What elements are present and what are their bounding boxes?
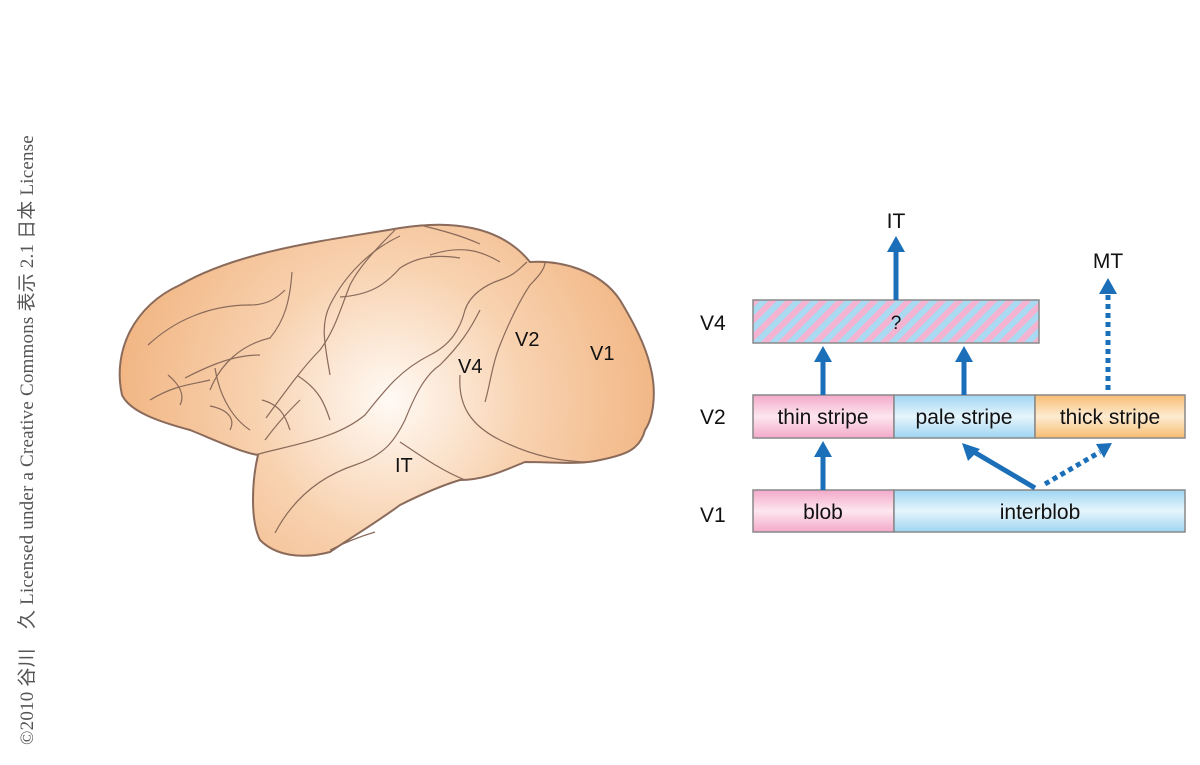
brain-label-it: IT xyxy=(395,455,413,477)
arrowhead-thin-v4 xyxy=(814,346,832,362)
v2-pale-stripe-label: pale stripe xyxy=(916,406,1013,429)
arrowhead-pale-v4 xyxy=(955,346,973,362)
v2-thick-stripe-box xyxy=(1034,394,1186,439)
brain-label-v1: V1 xyxy=(590,343,614,365)
row-label-v2: V2 xyxy=(700,406,726,429)
v2-thin-stripe-label: thin stripe xyxy=(777,406,868,429)
v1-interblob-label: interblob xyxy=(1000,501,1081,524)
arrowhead-interblob-pale xyxy=(962,443,980,461)
pathway-diagram: V4 V2 V1 ? thin stripe pale stripe thick… xyxy=(700,210,1186,533)
arrowhead-it xyxy=(887,236,905,252)
arrowhead-interblob-thick xyxy=(1096,443,1112,458)
brain-label-v2: V2 xyxy=(515,329,539,351)
brain-illustration: V1 V2 V4 IT xyxy=(118,223,655,557)
brain-sulci xyxy=(147,224,591,551)
v4-box-label: ? xyxy=(891,313,902,334)
target-label-mt: MT xyxy=(1093,250,1123,273)
target-label-it: IT xyxy=(887,210,906,233)
v2-thick-stripe-label: thick stripe xyxy=(1060,406,1160,429)
v1-blob-label: blob xyxy=(803,501,843,524)
brain-outline xyxy=(118,223,655,557)
v1-interblob-box xyxy=(893,489,1186,533)
arrowhead-blob-thin xyxy=(814,441,832,457)
brain-label-v4: V4 xyxy=(458,356,482,378)
arrowhead-mt xyxy=(1099,278,1117,294)
row-label-v4: V4 xyxy=(700,312,726,335)
arrow-interblob-to-pale xyxy=(972,449,1037,491)
row-label-v1: V1 xyxy=(700,504,726,527)
v1-blob-box xyxy=(752,489,895,533)
arrow-interblob-to-thick xyxy=(1043,449,1102,487)
